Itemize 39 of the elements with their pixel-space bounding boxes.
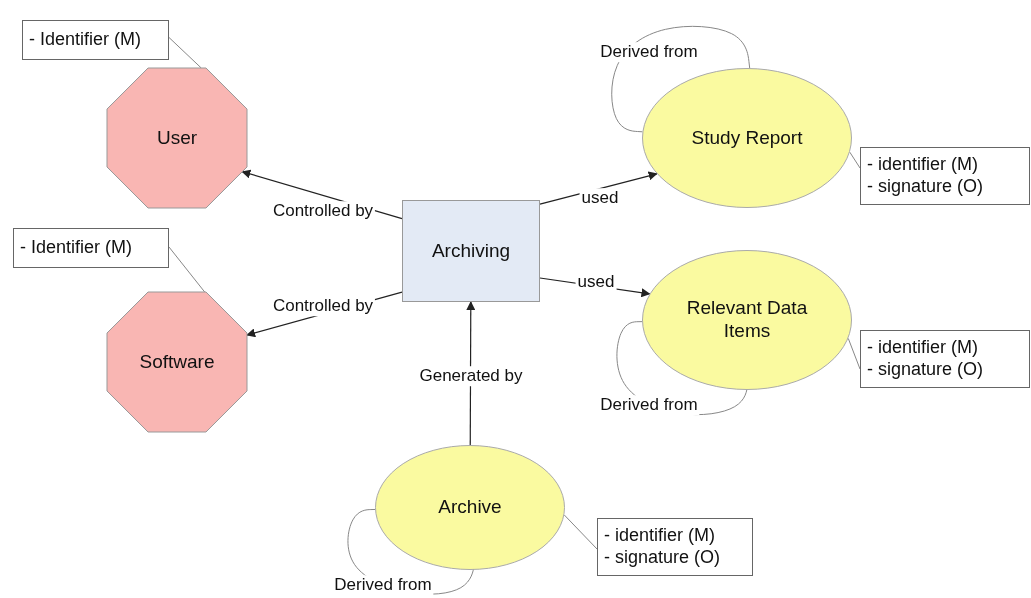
leader-line [847,337,861,370]
leader-line [849,151,861,169]
edge-label: Derived from [332,575,434,595]
attribute-text: - identifier (M) [604,525,715,547]
octagon-node [107,292,247,432]
octagon-node [107,68,247,208]
node-label: Software [139,350,215,374]
attribute-text: - Identifier (M) [20,237,133,259]
node-label: User [156,126,198,150]
attribute-box [860,330,1030,388]
leader-line [168,246,206,293]
attribute-box [22,20,169,60]
leader-line [168,36,202,69]
edge-label: used [575,272,617,292]
attribute-text: - signature (O) [604,547,721,569]
node-label: Relevant Data Items [685,297,809,343]
attribute-text: - identifier (M) [867,337,978,359]
leader-line [563,514,598,550]
attribute-box [597,518,753,576]
self-loop-line [611,25,751,133]
edge-label: Controlled by [270,201,376,221]
attribute-box [860,147,1030,205]
edge-label: Derived from [598,42,700,62]
node-label: Archiving [431,239,511,263]
arrow [466,301,476,446]
attribute-box [13,228,169,268]
edge-label: Derived from [598,395,700,415]
ellipse-node [642,250,852,390]
ellipse-node [642,68,852,208]
attribute-text: - signature (O) [867,176,984,198]
node-label: Archive [438,496,502,519]
process-box [402,200,540,302]
attribute-text: - Identifier (M) [29,29,142,51]
ellipse-node [375,445,565,570]
edge-label: Generated by [417,366,525,386]
edge-label: Controlled by [270,296,376,316]
attribute-text: - identifier (M) [867,154,978,176]
node-label: Study Report [691,126,803,150]
attribute-text: - signature (O) [867,359,984,381]
